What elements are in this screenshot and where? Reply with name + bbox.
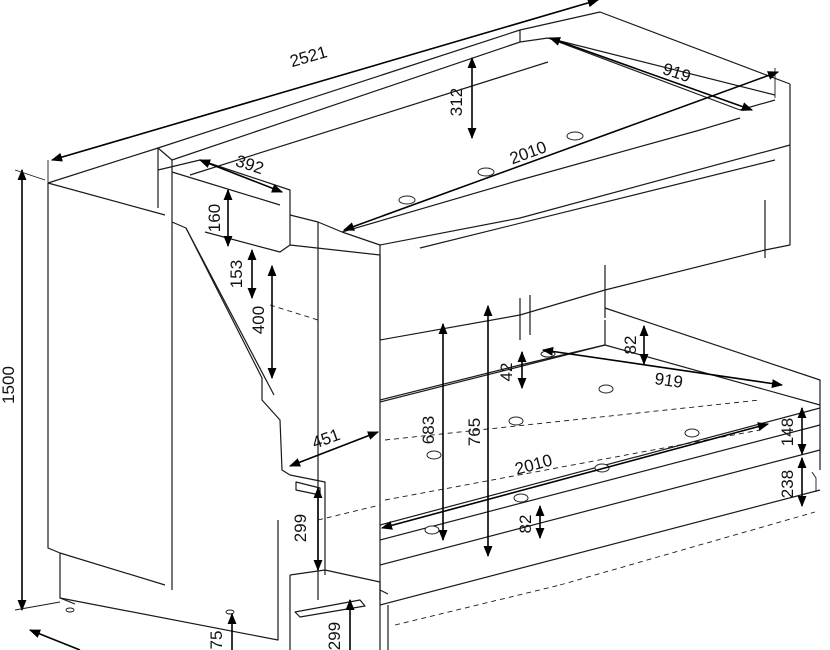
dim-top-rail-height: 312 <box>447 88 466 116</box>
dim-lower-rail-height: 42 <box>497 363 516 382</box>
dim-lower-bunk-length: 2010 <box>513 451 554 479</box>
slat-holes <box>398 131 700 535</box>
dim-bottom-clearance: 683 <box>419 416 438 444</box>
dim-drawer-step-height: 299 <box>291 514 310 542</box>
dim-overall-length: 2521 <box>288 42 330 71</box>
dim-stair-step-a: 153 <box>227 260 246 288</box>
dimension-lines <box>14 0 807 650</box>
dim-trundle-height: 238 <box>778 470 797 498</box>
dim-foot-height: 75 <box>207 631 226 650</box>
dimension-labels: 2521 1500 919 312 2010 392 160 153 400 4… <box>0 42 797 650</box>
dim-lower-end-rail: 82 <box>621 336 640 355</box>
dim-lower-front-rail: 82 <box>516 515 535 534</box>
dim-drawer-step-height-low: 299 <box>325 622 344 650</box>
dim-stair-top-step: 160 <box>205 204 224 232</box>
bed-outline <box>47 11 821 650</box>
dim-stair-step-b: 400 <box>249 306 268 334</box>
dim-lower-bunk-height: 765 <box>465 418 484 446</box>
dim-stair-depth: 451 <box>310 425 343 453</box>
dim-overall-height: 1500 <box>0 366 18 404</box>
dim-lower-bunk-width: 919 <box>653 369 684 392</box>
dim-trundle-rail: 148 <box>778 418 797 446</box>
